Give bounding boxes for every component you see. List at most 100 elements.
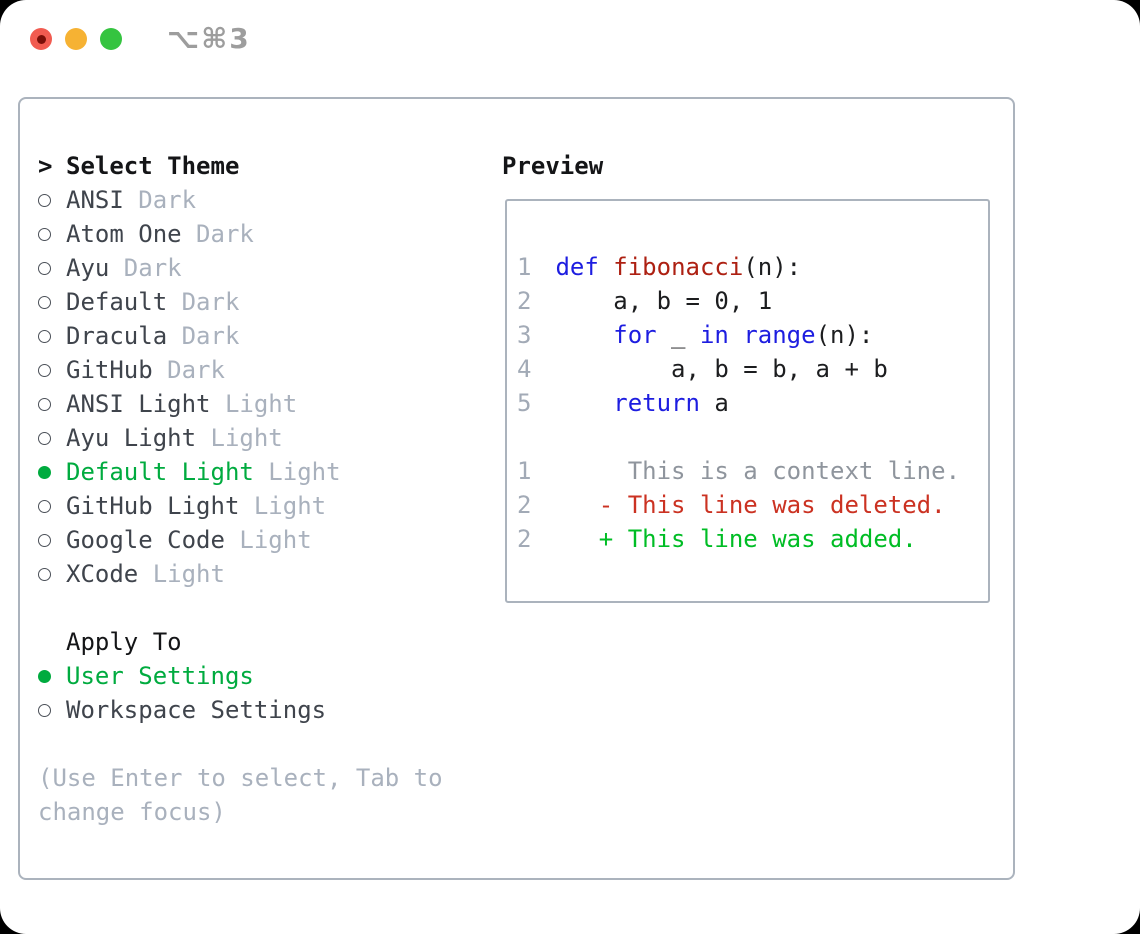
option-name: Ayu Light xyxy=(66,424,197,452)
theme-option[interactable]: Dracula Dark xyxy=(38,319,443,353)
line-number xyxy=(517,420,531,454)
option-label: GitHub Dark xyxy=(66,356,225,384)
close-dot-icon xyxy=(36,34,46,44)
line-number: 5 xyxy=(517,389,532,417)
marker xyxy=(38,465,66,479)
radio-icon xyxy=(38,261,51,275)
radio-selected-icon xyxy=(38,669,51,683)
option-variant: Light xyxy=(224,526,312,554)
code-segment: for xyxy=(613,321,657,349)
marker xyxy=(38,329,66,343)
apply-to-heading: Apply To xyxy=(38,625,443,659)
theme-option[interactable]: XCode Light xyxy=(38,557,443,591)
marker xyxy=(38,431,66,445)
radio-icon xyxy=(38,533,51,547)
code-segment: a, b = b, a + b xyxy=(555,355,888,383)
option-variant: Dark xyxy=(181,220,254,248)
radio-icon xyxy=(38,703,51,717)
line-number: 2 xyxy=(517,287,532,315)
radio-icon xyxy=(38,363,51,377)
line-number: 2 xyxy=(517,525,532,553)
marker xyxy=(38,533,66,547)
zoom-button[interactable] xyxy=(100,28,122,50)
code-segment xyxy=(555,389,613,417)
theme-option[interactable]: Default Light Light xyxy=(38,455,443,489)
option-label: Dracula Dark xyxy=(66,322,239,350)
code-segment: a xyxy=(699,389,729,417)
marker xyxy=(38,295,66,309)
option-label: GitHub Light Light xyxy=(66,492,326,520)
marker xyxy=(38,669,66,683)
option-name: GitHub Light xyxy=(66,492,240,520)
option-label: Ayu Light Light xyxy=(66,424,283,452)
code-line: 2 a, b = 0, 1 xyxy=(517,284,960,318)
code-segment: in xyxy=(699,321,729,349)
option-label: Workspace Settings xyxy=(66,696,326,724)
marker xyxy=(38,193,66,207)
option-variant: Light xyxy=(210,390,298,418)
option-label: XCode Light xyxy=(66,560,225,588)
theme-option[interactable]: GitHub Light Light xyxy=(38,489,443,523)
code-line: 3 for _ in range(n): xyxy=(517,318,960,352)
line-number: 3 xyxy=(517,321,532,349)
apply-to-option[interactable]: User Settings xyxy=(38,659,443,693)
select-theme-title: Select Theme xyxy=(66,152,240,180)
code-line xyxy=(517,420,960,454)
close-button[interactable] xyxy=(30,28,52,50)
code-line: 2 + This line was added. xyxy=(517,522,960,556)
apply-to-title: Apply To xyxy=(66,628,182,656)
option-label: Ayu Dark xyxy=(66,254,182,282)
option-variant: Light xyxy=(138,560,225,588)
line-number: 1 xyxy=(517,457,532,485)
window-shortcut-label: ⌥⌘3 xyxy=(167,22,251,55)
option-label: Default Light Light xyxy=(66,458,341,486)
option-label: Default Dark xyxy=(66,288,239,316)
theme-option[interactable]: ANSI Light Light xyxy=(38,387,443,421)
theme-option[interactable]: Google Code Light xyxy=(38,523,443,557)
theme-option[interactable]: Atom One Dark xyxy=(38,217,443,251)
minimize-button[interactable] xyxy=(65,28,87,50)
line-number: 4 xyxy=(517,355,532,383)
code-segment: def xyxy=(555,253,599,281)
option-variant: Dark xyxy=(123,186,197,214)
option-name: Default Light xyxy=(66,458,254,486)
radio-icon xyxy=(38,329,51,343)
code-segment: range xyxy=(743,321,816,349)
code-segment xyxy=(555,321,613,349)
option-label: ANSI Dark xyxy=(66,186,196,214)
radio-icon xyxy=(38,227,51,241)
option-variant: Dark xyxy=(152,356,225,384)
prompt-icon: > xyxy=(38,152,53,180)
code-segment: _ xyxy=(656,321,700,349)
option-variant: Light xyxy=(196,424,283,452)
option-label: Google Code Light xyxy=(66,526,312,554)
apply-to-option[interactable]: Workspace Settings xyxy=(38,693,443,727)
line-number: 2 xyxy=(517,491,532,519)
marker xyxy=(38,499,66,513)
code-line: 4 a, b = b, a + b xyxy=(517,352,960,386)
option-name: Atom One xyxy=(66,220,182,248)
radio-icon xyxy=(38,295,51,309)
option-name: XCode xyxy=(66,560,139,588)
option-variant: Dark xyxy=(167,322,240,350)
theme-option[interactable]: Ayu Light Light xyxy=(38,421,443,455)
code-segment: This is a context line. xyxy=(555,457,961,485)
option-name: User Settings xyxy=(66,662,254,690)
code-segment: a, b = 0, 1 xyxy=(555,287,773,315)
option-variant: Light xyxy=(253,458,341,486)
option-label: Atom One Dark xyxy=(66,220,254,248)
code-line: 2 - This line was deleted. xyxy=(517,488,960,522)
theme-option[interactable]: Ayu Dark xyxy=(38,251,443,285)
theme-option[interactable]: GitHub Dark xyxy=(38,353,443,387)
theme-option[interactable]: Default Dark xyxy=(38,285,443,319)
marker xyxy=(38,397,66,411)
code-segment: (n): xyxy=(815,321,874,349)
theme-option[interactable]: ANSI Dark xyxy=(38,183,443,217)
code-line: 1 This is a context line. xyxy=(517,454,960,488)
marker xyxy=(38,567,66,581)
